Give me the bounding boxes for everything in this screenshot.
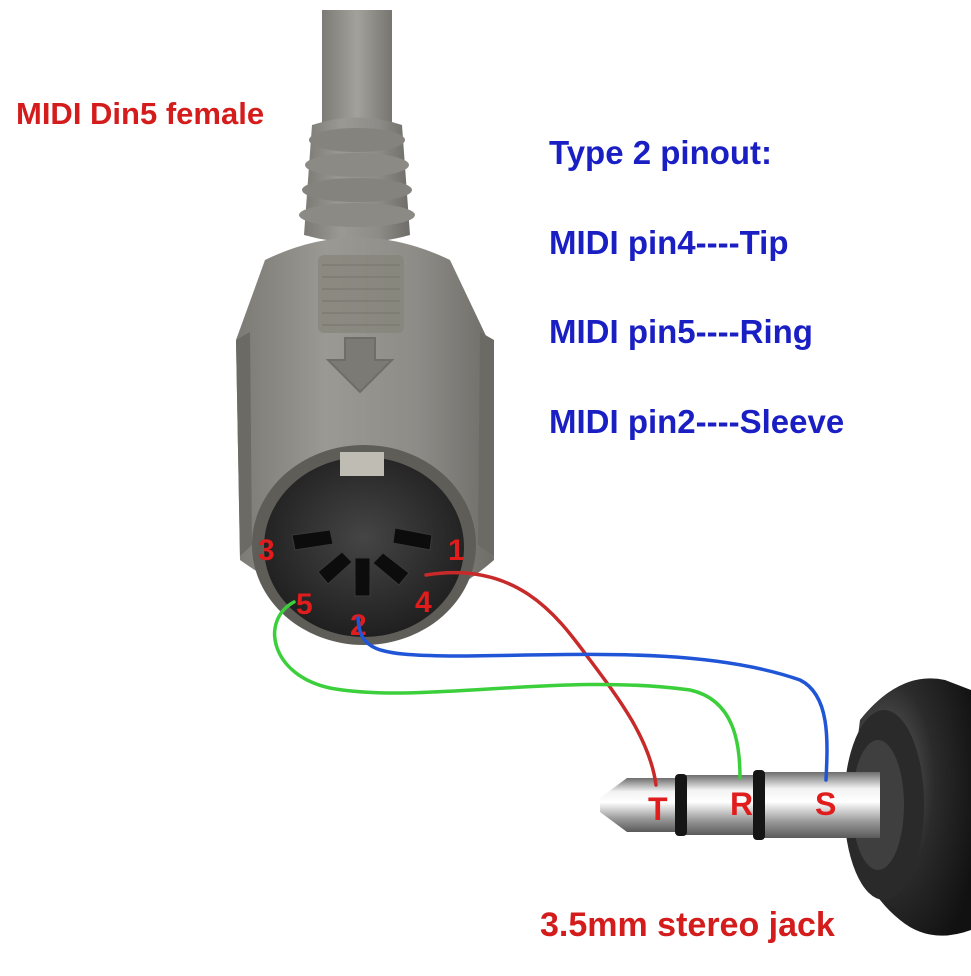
pin-hole-5 [317, 551, 353, 585]
jack-shaft [600, 770, 880, 840]
pinout-line-ring: MIDI pin5----Ring [549, 313, 813, 350]
jack-label-tip: T [648, 791, 668, 827]
jack-insulator-2 [753, 770, 765, 840]
pin-hole-3 [291, 529, 334, 551]
connector-title: MIDI Din5 female [16, 96, 265, 131]
din-cable [322, 10, 392, 130]
pinout-line-tip: MIDI pin4----Tip [549, 224, 789, 261]
jack-label-sleeve: S [815, 786, 836, 822]
wire-red [424, 571, 658, 787]
pinout-line-sleeve: MIDI pin2----Sleeve [549, 403, 845, 440]
strain-relief [299, 117, 415, 243]
wire-green [272, 600, 742, 780]
pin-hole-1 [392, 527, 433, 551]
wire-blue [356, 616, 829, 782]
pin-label-1: 1 [448, 534, 465, 567]
jack-title: 3.5mm stereo jack [540, 906, 835, 944]
pin-label-4: 4 [415, 586, 432, 619]
pin-label-3: 3 [258, 534, 275, 567]
socket-key-notch [340, 452, 384, 476]
wires [272, 571, 829, 787]
pin-hole-2 [354, 557, 371, 597]
din-socket-face [252, 445, 476, 645]
jack-label-ring: R [730, 786, 753, 822]
jack-insulator-1 [675, 774, 687, 836]
pin-hole-4 [372, 552, 410, 586]
arrow-down-icon [325, 337, 395, 394]
pinout-title: Type 2 pinout: [549, 134, 773, 171]
pin-label-5: 5 [296, 588, 313, 621]
grip-texture [318, 255, 404, 333]
jack-tip [600, 778, 627, 832]
